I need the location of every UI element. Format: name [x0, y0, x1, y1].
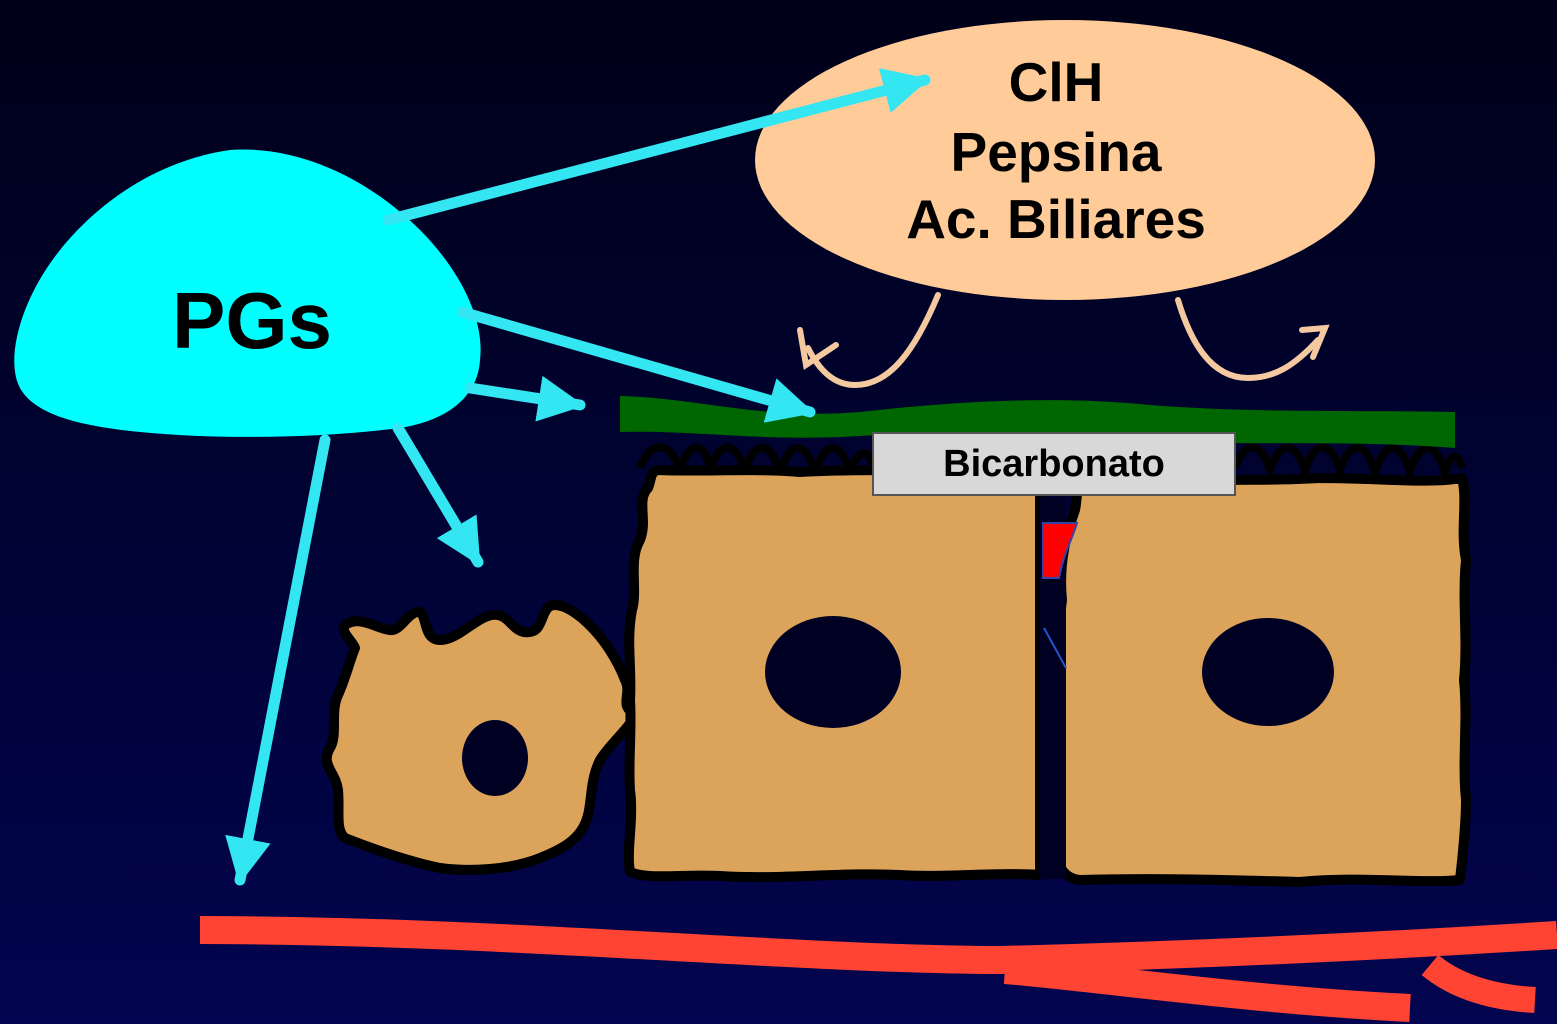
aggressor-label-pepsina: Pepsina — [951, 121, 1162, 183]
epithelial-cell-left — [327, 605, 634, 870]
aggressors-ellipse: ClH Pepsina Ac. Biliares — [755, 20, 1375, 300]
pgs-label: PGs — [172, 276, 332, 365]
deflection-arrow-right-icon — [1178, 300, 1318, 378]
arrow-to-blood-vessel-icon — [240, 440, 325, 880]
deflection-arrow-left-icon — [808, 295, 938, 385]
epithelial-cell-middle — [629, 470, 1040, 877]
cell-nucleus-icon — [765, 616, 901, 728]
arrow-to-cell-icon — [398, 428, 478, 562]
aggressor-label-ac-biliares: Ac. Biliares — [906, 188, 1206, 250]
aggressor-label-clh: ClH — [1009, 51, 1104, 113]
blood-vessel — [200, 930, 1557, 1008]
cell-nucleus-icon — [1202, 618, 1334, 726]
prostaglandin-blob-icon: PGs — [14, 150, 480, 437]
epithelial-cell-right — [1057, 478, 1466, 882]
bicarbonate-label: Bicarbonato — [943, 443, 1165, 485]
bicarbonate-box: Bicarbonato — [873, 433, 1235, 495]
arrow-to-mucus-layer-icon — [470, 388, 580, 405]
aggressor-deflection-arrows — [800, 295, 1325, 385]
cell-nucleus-icon — [462, 720, 528, 796]
